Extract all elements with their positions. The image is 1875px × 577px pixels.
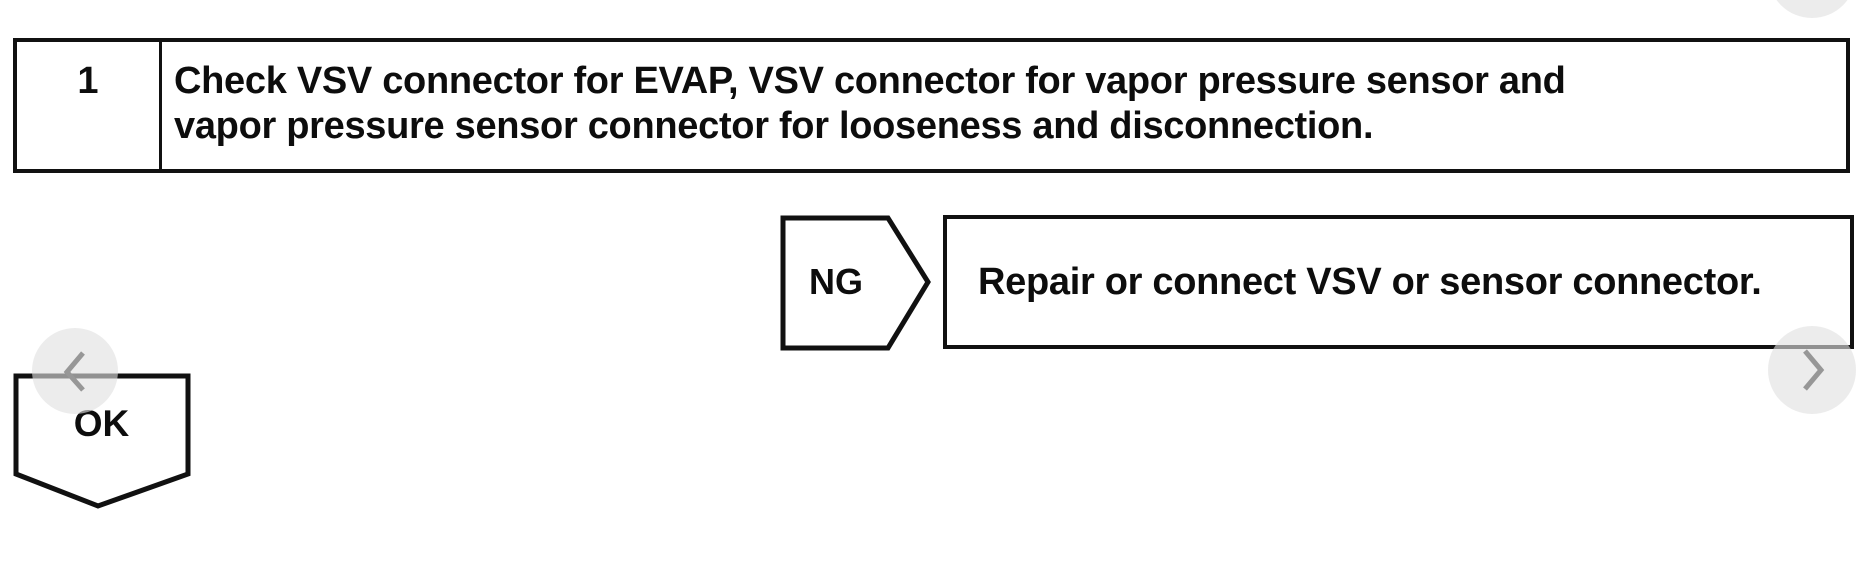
offscreen-top-button[interactable] <box>1768 0 1856 18</box>
step-instruction-text: Check VSV connector for EVAP, VSV connec… <box>174 60 1566 147</box>
step-box: 1 Check VSV connector for EVAP, VSV conn… <box>13 38 1850 173</box>
chevron-left-icon <box>32 328 118 414</box>
next-page-button[interactable] <box>1768 326 1856 414</box>
ng-connector-shape <box>780 215 932 351</box>
prev-page-button[interactable] <box>32 328 118 414</box>
chevron-right-icon <box>1768 326 1856 414</box>
ng-action-box: Repair or connect VSV or sensor connecto… <box>943 215 1854 349</box>
step-number: 1 <box>17 42 162 169</box>
ng-label: NG <box>809 260 863 302</box>
